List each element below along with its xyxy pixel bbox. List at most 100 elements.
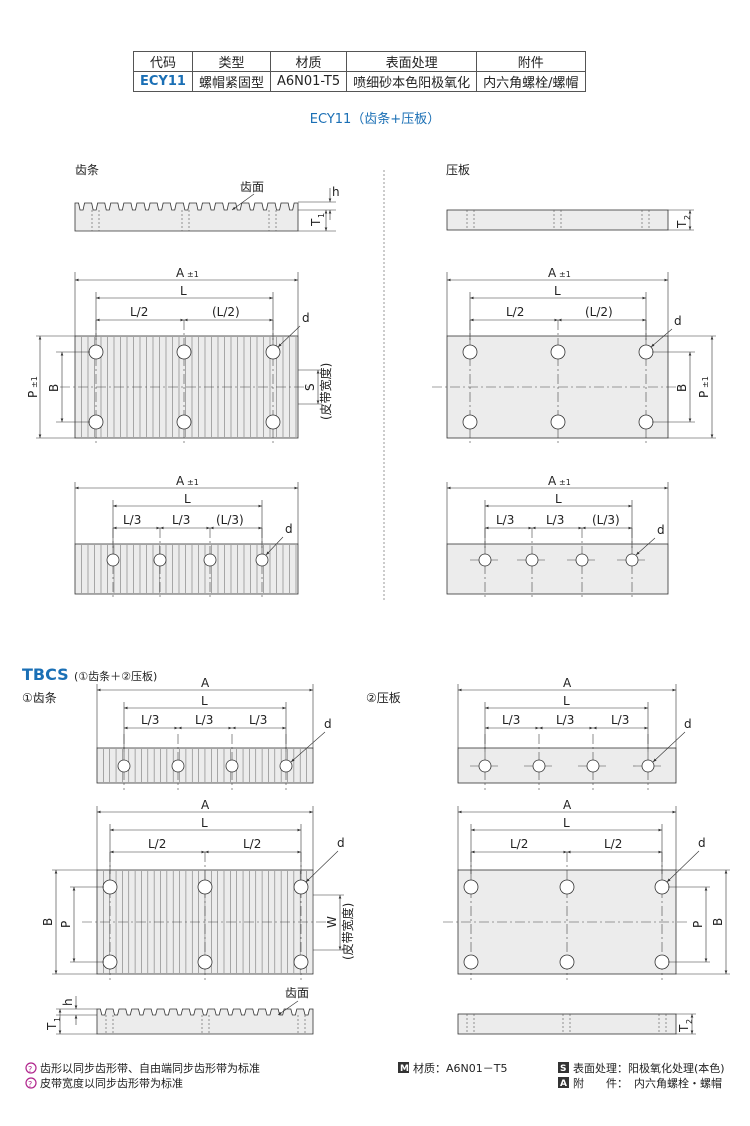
tbcs-plate-dim-l3-3: L/3: [611, 713, 629, 727]
tbcs-tooth-face-label: 齿面: [285, 986, 309, 1000]
ecy-front-dim-d: d: [285, 522, 293, 536]
note-2-text: 皮带宽度以同步齿形带为标准: [40, 1076, 183, 1090]
ecy-rack-side-profile: [74, 202, 299, 232]
tbcs-rack-dim-d: d: [324, 717, 332, 731]
hole: [638, 414, 654, 430]
ecy-rack-front-view: [74, 528, 299, 600]
note-2: ? 皮带宽度以同步齿形带为标准: [25, 1076, 183, 1090]
hole: [463, 879, 479, 895]
tbcs-dim-t1: T: [45, 1022, 59, 1031]
ecy-plate-front-dim-d: d: [657, 523, 665, 537]
ecy-front-dim-l3-2: L/3: [172, 513, 190, 527]
tbcs-rack-dim-l3-1: L/3: [141, 713, 159, 727]
ecy-plate-label: 压板: [446, 163, 470, 177]
tbcs-plate-top-dim-l2-2: L/2: [604, 837, 622, 851]
hole: [625, 553, 639, 567]
hole: [462, 414, 478, 430]
ecy-dim-p-tol: ±1: [30, 376, 39, 388]
ecy-plate-front-view: [446, 528, 669, 600]
note-1-text: 齿形以同步齿形带、自由端同步齿形带为标准: [40, 1061, 260, 1075]
ecy-plate-dim-p: P: [697, 391, 711, 398]
hole: [654, 954, 670, 970]
ecy-rack-label: 齿条: [75, 163, 99, 177]
tbcs-rack-top-dim-l: L: [201, 816, 208, 830]
ecy-plate-front-dim-l3-1: L/3: [496, 513, 514, 527]
ecy-plate-dim-p-tol: ±1: [701, 376, 710, 388]
tbcs-rack-top-dim-w: W: [325, 916, 339, 928]
ecy-front-dim-l3p: (L/3): [216, 513, 244, 527]
tbcs-dim-t2: T: [677, 1024, 691, 1033]
ecy-plate-dim-a: A: [548, 266, 557, 280]
hole: [197, 879, 213, 895]
hole: [265, 414, 281, 430]
accessory-badge-icon: [558, 1077, 569, 1088]
accessory-note-text: 内六角螺栓・螺帽: [634, 1076, 722, 1090]
tbcs-rack-dim-l3-3: L/3: [249, 713, 267, 727]
tbcs-plate-top-dim-d: d: [698, 836, 706, 850]
tip-icon-glyph: ?: [28, 1065, 32, 1074]
ecy-plate-front-dim-a: A: [548, 474, 557, 488]
tbcs-rack-top-view: [82, 852, 328, 980]
hole: [641, 759, 655, 773]
ecy-plate-dim-l: L: [554, 284, 561, 298]
tbcs-plate-top-dim-p: P: [691, 921, 705, 928]
ecy-dim-t2-sub: 2: [683, 215, 692, 220]
hole: [106, 553, 120, 567]
spec-material: A6N01-T5: [269, 71, 348, 92]
hole: [463, 954, 479, 970]
tbcs-rack-top-dim-l2-2: L/2: [243, 837, 261, 851]
ecy-plate-dim-d: d: [674, 314, 682, 328]
ecy-dim-p: P: [26, 391, 40, 398]
hole: [153, 553, 167, 567]
spec-header-row: 代码 类型 材质 表面处理 附件: [133, 51, 586, 72]
hole: [638, 344, 654, 360]
ecy-plate-dim-a-tol: ±1: [559, 270, 571, 279]
surface-note: S 表面处理：阳极氧化处理(本色): [558, 1061, 725, 1075]
hole: [265, 344, 281, 360]
tbcs-rack-dim-l: L: [201, 694, 208, 708]
hole: [478, 759, 492, 773]
hole: [176, 344, 192, 360]
accessory-badge-letter: A: [560, 1079, 567, 1089]
ecy-front-dim-l: L: [184, 492, 191, 506]
ecy-dim-t2: T: [675, 220, 689, 229]
ecy-front-dim-a-tol: ±1: [187, 478, 199, 487]
hole: [293, 879, 309, 895]
hole: [575, 553, 589, 567]
spec-header-accessory: 附件: [476, 51, 586, 72]
surface-note-text: 表面处理：阳极氧化处理(本色): [573, 1061, 725, 1075]
spec-value-row: ECY11 螺帽紧固型 A6N01-T5 喷细砂本色阳极氧化 内六角螺栓/螺帽: [133, 71, 586, 92]
tip-icon: [25, 1077, 37, 1089]
ecy-dim-l2: L/2: [130, 305, 148, 319]
tbcs-rack-side-view: [96, 1008, 314, 1035]
tbcs-plate-side-view: [457, 1013, 677, 1035]
ecy-plate-dim-b: B: [675, 384, 689, 392]
tbcs-dim-t2-sub: 2: [685, 1019, 694, 1024]
tbcs-dim-h: h: [61, 998, 75, 1006]
hole: [197, 954, 213, 970]
hole: [102, 879, 118, 895]
tbcs-rack-front-view: [96, 734, 314, 790]
hole: [550, 344, 566, 360]
tbcs-plate-label: ②压板: [366, 691, 401, 705]
tbcs-plate-top-dim-a: A: [563, 798, 572, 812]
ecy-dim-b: B: [47, 384, 61, 392]
hole: [255, 553, 269, 567]
ecy-plate-front-dim-l3p: (L/3): [592, 513, 620, 527]
ecy-dim-a-tol: ±1: [187, 270, 199, 279]
ecy-dim-l: L: [180, 284, 187, 298]
hole: [117, 759, 131, 773]
tbcs-plate-top-dim-l2-1: L/2: [510, 837, 528, 851]
hole: [203, 553, 217, 567]
spec-table: 代码 类型 材质 表面处理 附件 ECY11 螺帽紧固型 A6N01-T5 喷细…: [133, 51, 586, 92]
tbcs-plate-top-view: [443, 852, 690, 980]
hole: [559, 879, 575, 895]
hole: [462, 344, 478, 360]
ecy-plate-dim-l2p: (L/2): [585, 305, 613, 319]
tbcs-title: TBCS: [22, 665, 69, 684]
tbcs-rack-top-dim-a: A: [201, 798, 210, 812]
hole: [478, 553, 492, 567]
ecy-dim-s: S: [303, 383, 317, 391]
tbcs-rack-top-dim-belt: (皮带宽度): [340, 903, 355, 960]
ecy-dim-a: A: [176, 266, 185, 280]
